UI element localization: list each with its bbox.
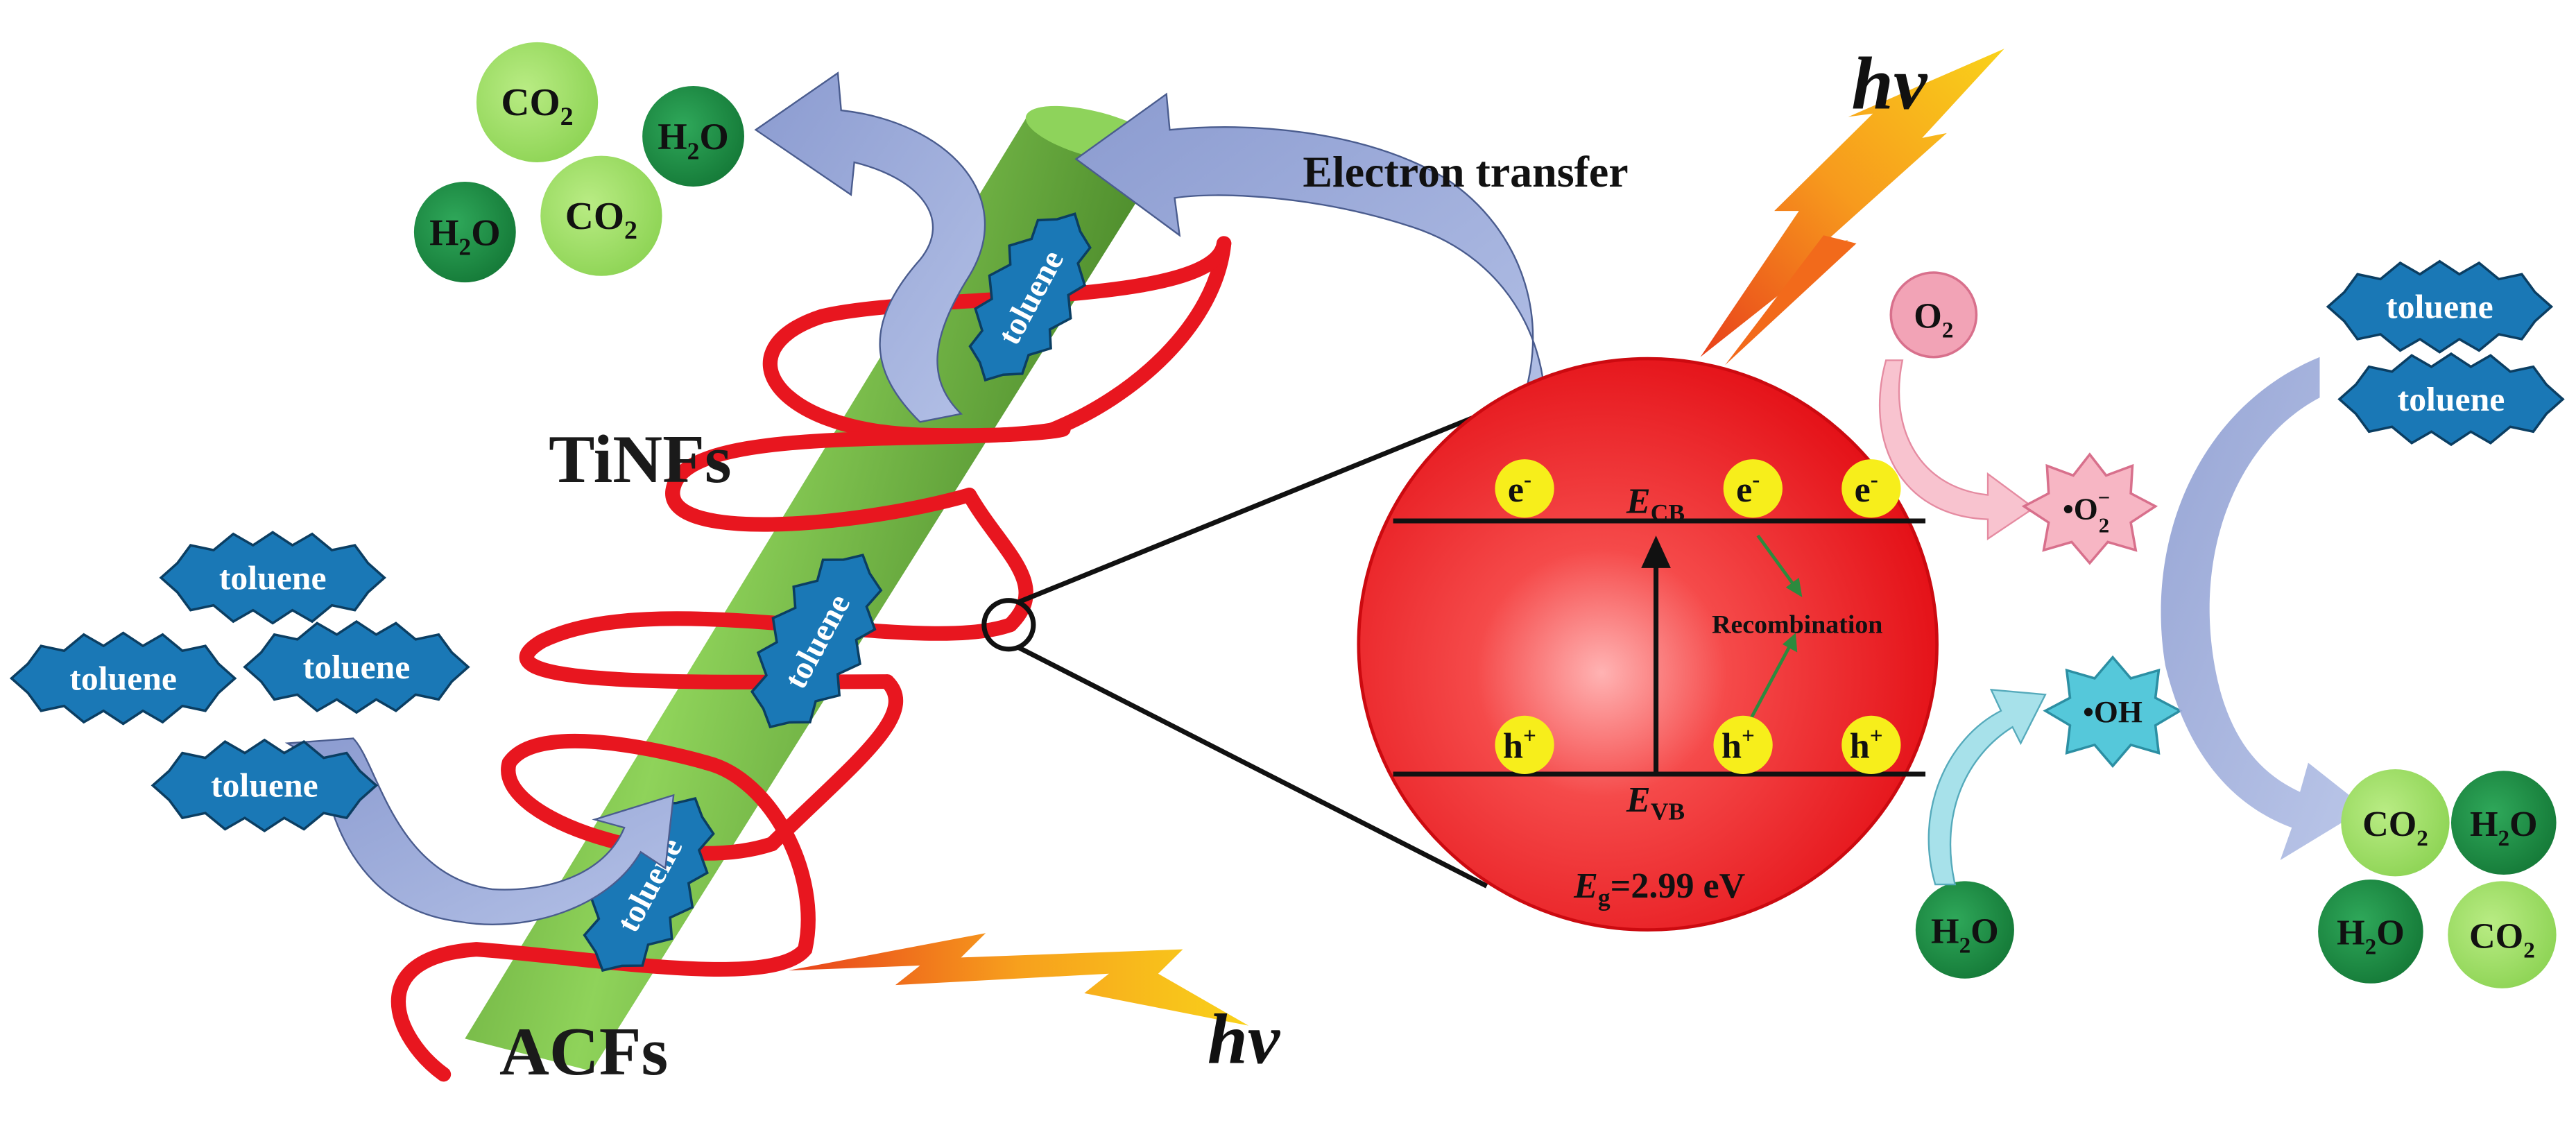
hole: h+ <box>1841 715 1901 774</box>
h2o-molecule: H2O <box>2450 771 2557 875</box>
svg-text:H2O: H2O <box>1931 912 1999 959</box>
hv-label-top: hv <box>1851 43 1928 125</box>
toluene-label: toluene <box>303 648 411 686</box>
toluene-badge-shape <box>750 554 883 729</box>
svg-text:h+: h+ <box>1850 724 1883 766</box>
toluene-label: toluene <box>69 660 177 698</box>
svg-text:h+: h+ <box>1721 724 1755 766</box>
o2-molecule: O2 <box>1889 271 1978 359</box>
h2o-oxidation-arrow <box>1927 688 2047 886</box>
o2-reduction-arrow <box>1878 359 2036 540</box>
toluene-badge-shape <box>2337 352 2565 447</box>
degradation-arrow <box>2161 357 2366 860</box>
products-bottom-right: CO2 H2O H2O CO2 <box>2318 769 2557 988</box>
toluene-badge-shape <box>243 619 470 714</box>
hole: h+ <box>1713 715 1773 774</box>
toluene-cluster-left: toluene toluene toluene toluene <box>9 531 470 832</box>
toluene-badge-shape <box>9 631 237 726</box>
toluene-badge-shape <box>968 212 1092 382</box>
catalyst-sphere: Recombination ECB EVB Eg=2.99 eV e- e- e… <box>1357 357 1939 932</box>
hole: h+ <box>1495 715 1554 774</box>
svg-text:e-: e- <box>1736 468 1760 510</box>
svg-text:e-: e- <box>1855 468 1878 510</box>
helix-front <box>390 236 1232 1082</box>
svg-text:•O−2: •O−2 <box>2063 486 2110 538</box>
tinfs-label: TiNFs <box>549 422 731 497</box>
svg-text:H2O: H2O <box>2337 914 2405 960</box>
svg-text:CO2: CO2 <box>565 195 637 245</box>
svg-text:O2: O2 <box>1914 297 1953 343</box>
svg-text:h+: h+ <box>1503 724 1536 766</box>
svg-text:e-: e- <box>1508 468 1531 510</box>
toluene-cluster-right: toluene toluene <box>2326 259 2565 447</box>
svg-text:CO2: CO2 <box>2469 917 2535 963</box>
electron: e- <box>1841 459 1901 518</box>
superoxide-radical: •O−2 <box>2021 452 2158 565</box>
co2-molecule: CO2 <box>2341 769 2450 877</box>
vb-label: EVB <box>1626 780 1685 825</box>
toluene-badge-shape <box>151 738 379 832</box>
electron: e- <box>1495 459 1554 518</box>
light-bolt-top <box>1700 49 2004 366</box>
toluene-badge-shape <box>159 531 386 625</box>
co2-molecule: CO2 <box>540 155 662 276</box>
toluene-badge-shape <box>2326 259 2554 354</box>
svg-text:CO2: CO2 <box>501 81 573 131</box>
h2o-molecule: H2O <box>642 85 744 187</box>
hydroxyl-radical: •OH <box>2043 655 2183 769</box>
light-bolt-bottom <box>788 933 1249 1026</box>
bandgap-label: Eg=2.99 eV <box>1573 866 1745 911</box>
zoom-indicator <box>981 413 1488 889</box>
excitation-arrowhead <box>1641 535 1671 568</box>
svg-text:H2O: H2O <box>429 212 501 261</box>
h2o-molecule: H2O <box>1915 881 2014 979</box>
svg-text:•OH: •OH <box>2083 694 2143 729</box>
helix-back <box>764 236 1232 852</box>
toluene-label: toluene <box>2398 380 2505 418</box>
toluene-label: toluene <box>211 766 318 805</box>
electron-transfer-label: Electron transfer <box>1303 147 1628 196</box>
toluene-label: toluene <box>2386 288 2493 326</box>
adsorption-arrow <box>284 737 675 925</box>
electron: e- <box>1723 459 1783 518</box>
h2o-molecule: H2O <box>2318 880 2423 984</box>
cb-label: ECB <box>1626 482 1685 526</box>
recombination-label: Recombination <box>1712 610 1882 640</box>
hv-label-bottom: hv <box>1208 1000 1280 1079</box>
electron-transfer-arrow <box>1074 92 1547 431</box>
svg-text:CO2: CO2 <box>2362 805 2428 851</box>
product-release-arrow <box>754 71 986 423</box>
products-top-left: CO2 H2O H2O CO2 <box>413 42 744 283</box>
h2o-molecule: H2O <box>413 182 516 283</box>
toluene-on-rod: toluene toluene toluene <box>583 212 1092 972</box>
co2-molecule: CO2 <box>476 42 599 162</box>
svg-text:H2O: H2O <box>2470 805 2538 851</box>
svg-text:H2O: H2O <box>658 117 729 165</box>
acfs-label: ACFs <box>499 1014 668 1089</box>
co2-molecule: CO2 <box>2448 881 2557 988</box>
toluene-label: toluene <box>219 559 327 597</box>
